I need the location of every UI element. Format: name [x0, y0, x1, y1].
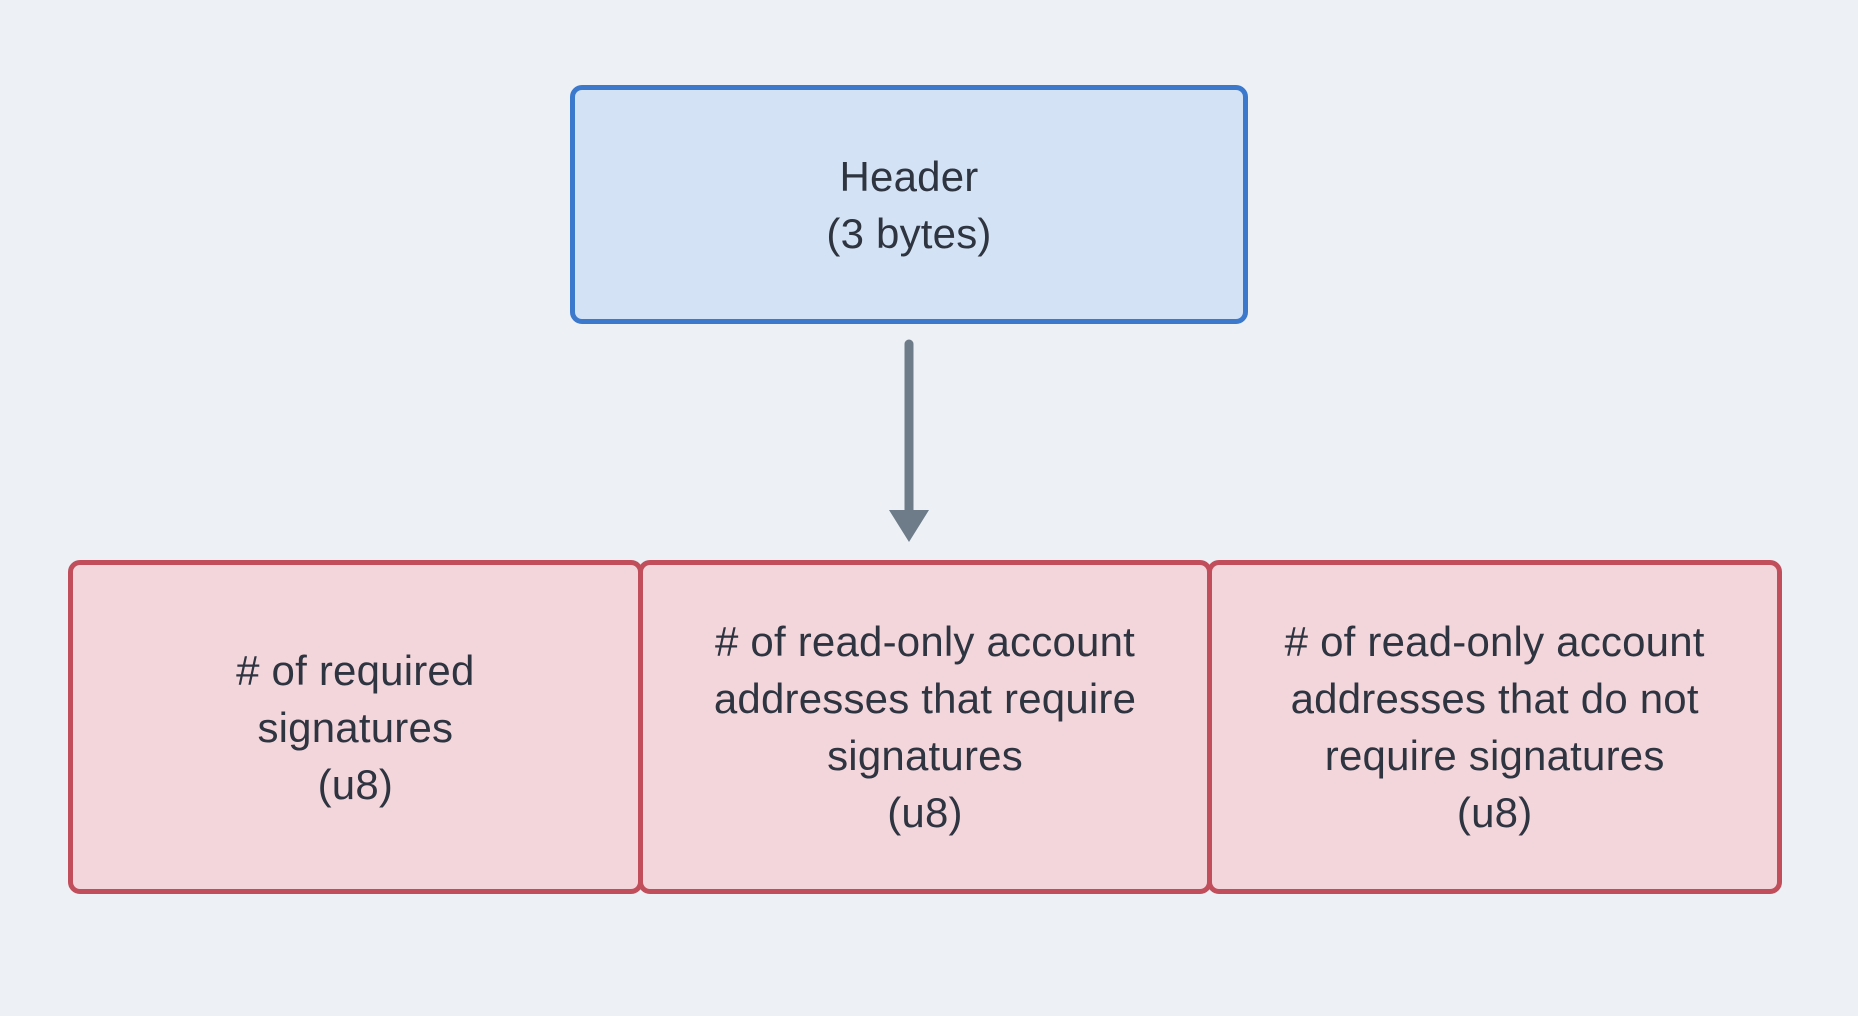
field-node-required-signatures-label: # of required signatures (u8)	[236, 646, 475, 808]
field-node-readonly-signed-label: # of read-only account addresses that re…	[713, 618, 1137, 836]
field-node-required-signatures: # of required signatures (u8)	[68, 560, 643, 894]
field-node-readonly-unsigned-label: # of read-only account addresses that do…	[1284, 618, 1705, 836]
header-fields-row: # of required signatures (u8) # of read-…	[68, 560, 1783, 894]
field-node-readonly-unsigned: # of read-only account addresses that do…	[1207, 560, 1783, 894]
header-node-label: Header (3 bytes)	[826, 152, 992, 257]
down-arrow-icon	[889, 339, 929, 542]
header-node: Header (3 bytes)	[570, 85, 1248, 324]
field-node-readonly-signed: # of read-only account addresses that re…	[637, 560, 1213, 894]
